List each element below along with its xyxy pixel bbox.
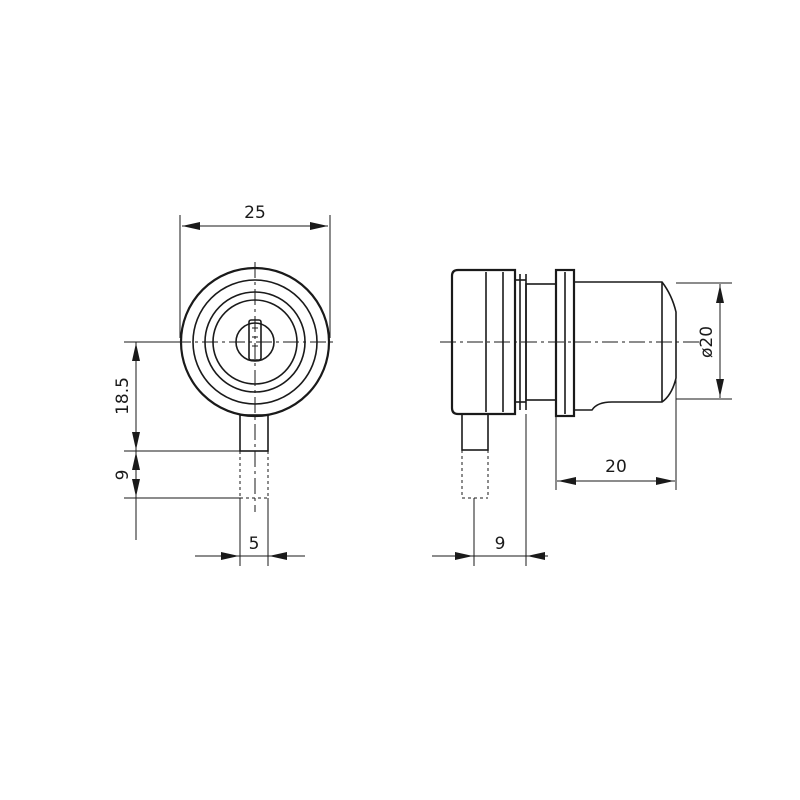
- dim-front-pin-length-label: 9: [113, 470, 133, 481]
- dim-front-pin-width-label: 5: [249, 534, 260, 554]
- front-view: [175, 262, 335, 512]
- dim-side-diameter: ø20: [676, 282, 732, 400]
- side-pin-extension: [461, 450, 489, 499]
- dim-side-pin-offset-label: 9: [495, 534, 506, 554]
- dim-front-width: 25: [179, 203, 331, 338]
- side-head: [450, 268, 517, 416]
- side-body: [574, 281, 677, 411]
- side-view: [440, 268, 700, 499]
- side-nut: [554, 268, 576, 418]
- front-pin-extension: [239, 451, 269, 499]
- dim-front-height-label: 18.5: [113, 377, 133, 415]
- dim-side-body-length-label: 20: [605, 457, 627, 477]
- dim-front-height: 18.5 9: [113, 341, 240, 540]
- front-pin: [239, 414, 269, 452]
- dim-front-width-label: 25: [244, 203, 266, 223]
- dim-side-pin-offset: 9: [432, 414, 548, 566]
- side-pin: [461, 413, 489, 451]
- dim-side-diameter-label: ø20: [697, 326, 717, 358]
- dim-side-body-length: 20: [555, 378, 677, 490]
- dim-front-pin-width: 5: [195, 498, 305, 566]
